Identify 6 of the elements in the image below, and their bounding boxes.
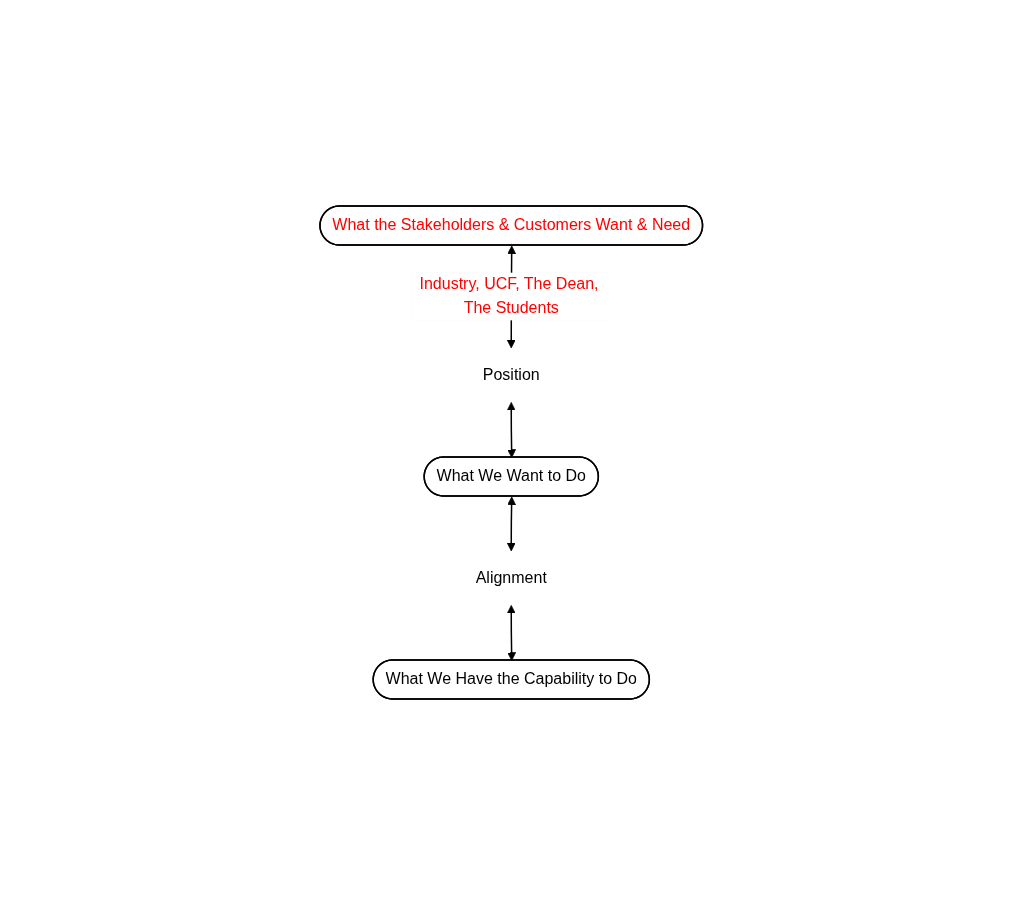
node-text: Alignment [475, 568, 548, 586]
node-text: Position [483, 365, 540, 383]
arrow [507, 604, 517, 661]
edge-label: Industry, UCF, The Dean, The Students [419, 275, 599, 316]
arrow [507, 496, 517, 551]
arrow [507, 401, 517, 458]
